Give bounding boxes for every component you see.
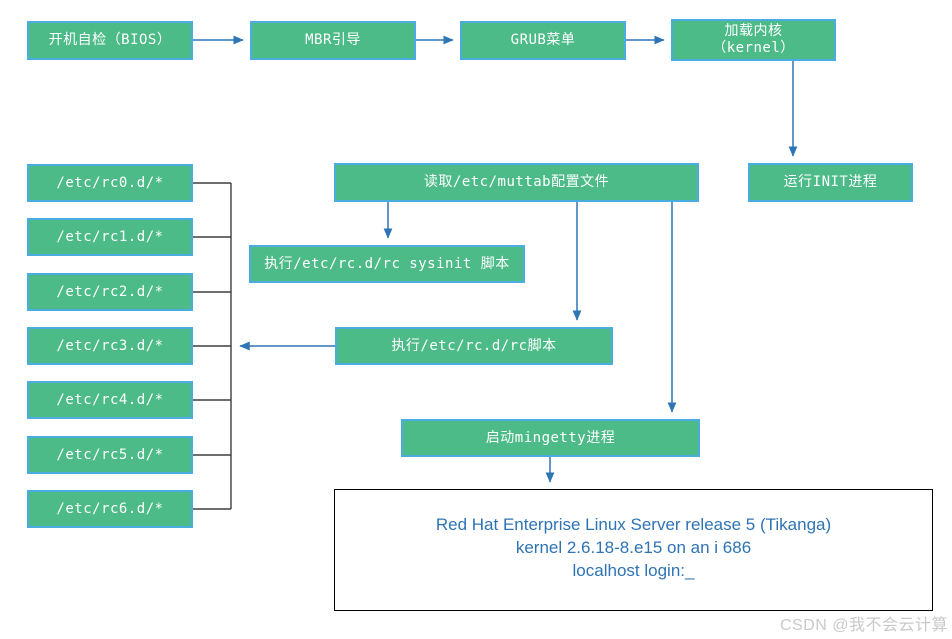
node-runlevel-rc3: /etc/rc3.d/* [27, 327, 193, 365]
node-exec-rc-sysinit: 执行/etc/rc.d/rc sysinit 脚本 [249, 245, 525, 283]
node-runlevel-rc2: /etc/rc2.d/* [27, 273, 193, 311]
node-runlevel-rc4: /etc/rc4.d/* [27, 381, 193, 419]
login-terminal-box: Red Hat Enterprise Linux Server release … [334, 489, 933, 611]
csdn-watermark: CSDN @我不会云计算 [779, 617, 948, 634]
runlevel-bus [193, 182, 232, 510]
node-exec-rc-script: 执行/etc/rc.d/rc脚本 [335, 327, 613, 365]
node-runlevel-rc5: /etc/rc5.d/* [27, 436, 193, 474]
node-load-kernel-line1: 加载内核 [724, 23, 783, 39]
terminal-release-line: Red Hat Enterprise Linux Server release … [435, 515, 832, 534]
terminal-kernel-line: kernel 2.6.18-8.e15 on an i 686 [515, 538, 752, 557]
flow-arrows [193, 35, 798, 483]
node-grub-menu: GRUB菜单 [460, 21, 626, 60]
node-runlevel-rc0: /etc/rc0.d/* [27, 164, 193, 202]
node-read-muttab: 读取/etc/muttab配置文件 [334, 163, 699, 202]
node-bios-check: 开机自检（BIOS） [27, 21, 193, 60]
node-run-init: 运行INIT进程 [748, 163, 913, 202]
terminal-login-prompt: localhost login:_ [572, 561, 695, 580]
node-start-mingetty: 启动mingetty进程 [401, 419, 700, 457]
node-mbr-boot: MBR引导 [250, 21, 416, 60]
node-load-kernel: 加载内核 （kernel） [671, 19, 836, 61]
node-runlevel-rc1: /etc/rc1.d/* [27, 218, 193, 256]
node-load-kernel-line2: （kernel） [712, 40, 795, 56]
node-runlevel-rc6: /etc/rc6.d/* [27, 490, 193, 528]
